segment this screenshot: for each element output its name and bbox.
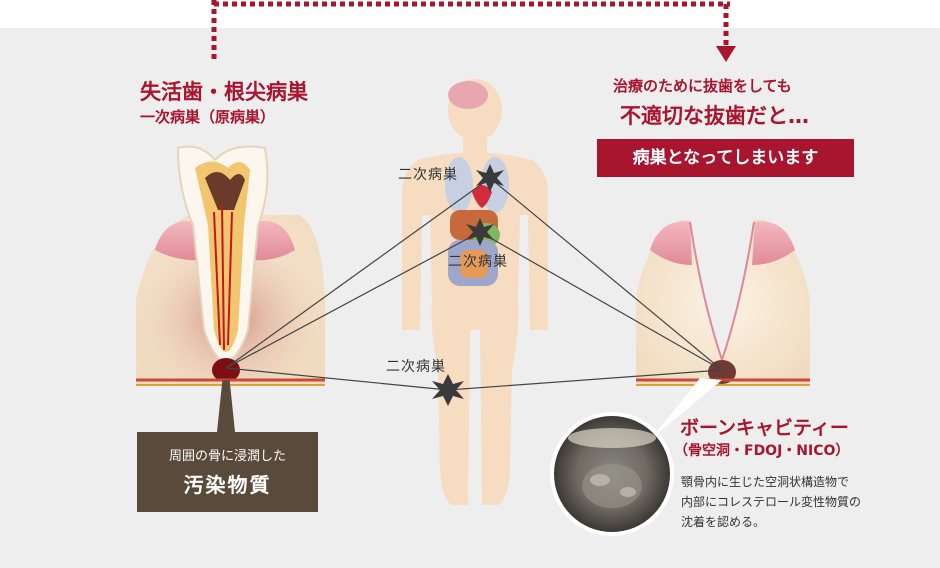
heart: [472, 185, 492, 208]
callout-line2: 汚染物質: [183, 473, 272, 497]
right-text-line2: 不適切な抜歯だと…: [620, 104, 809, 128]
left-lung: [445, 157, 473, 213]
secondary-label-abdomen: 二次病巣: [448, 254, 508, 270]
human-body: [402, 79, 548, 505]
dotted-connector: [211, 0, 736, 62]
spread-lines: [225, 177, 723, 391]
left-title: 失活歯・根尖病巣: [140, 80, 308, 104]
cavity-subtitle: （骨空洞・FDOJ・NICO）: [674, 443, 850, 459]
left-subtitle: 一次病巣（原病巣）: [140, 108, 276, 126]
cavity-desc-line2: 内部にコレステロール変性物質の: [681, 495, 862, 509]
right-text-line1: 治療のために抜歯をしても: [613, 77, 792, 95]
secondary-label-chest: 二次病巣: [398, 167, 458, 183]
cavity-desc: 顎骨内に生じた空洞状構造物で 内部にコレステロール変性物質の 沈着を認める。: [681, 472, 861, 532]
lesion-chest-icon: [476, 164, 504, 192]
callout-pointer: [217, 380, 235, 432]
left-tooth-illustration: [136, 145, 325, 386]
lesion-abdomen-icon: [466, 218, 494, 246]
callout-line1: 周囲の骨に浸潤した: [168, 449, 286, 464]
right-banner: 病巣となってしまいます: [597, 139, 854, 177]
cavity-title: ボーンキャビティー: [680, 417, 849, 439]
contaminant-callout-box: 周囲の骨に浸潤した 汚染物質: [137, 432, 318, 512]
cavity-desc-line1: 顎骨内に生じた空洞状構造物で: [681, 475, 850, 489]
bone-cavity-photo: [550, 412, 674, 536]
secondary-label-thigh: 二次病巣: [386, 359, 446, 375]
brain: [448, 81, 488, 109]
right-extraction-illustration: [636, 220, 810, 440]
lesion-thigh-icon: [432, 374, 464, 406]
arrow-down-icon: [716, 46, 736, 62]
cavity-desc-line3: 沈着を認める。: [681, 515, 766, 529]
